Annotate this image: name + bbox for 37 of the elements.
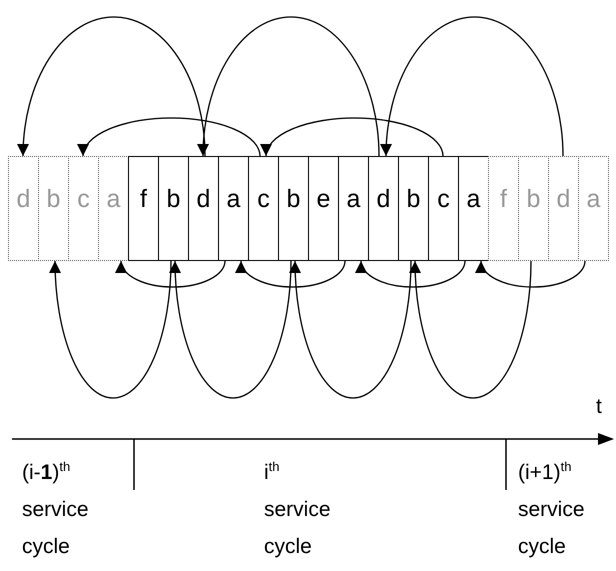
sequence-cell: d [368,156,399,261]
arrow [169,260,292,398]
sequence-cell: b [398,156,429,261]
sequence-cell: d [548,156,579,261]
axis-label: t [596,394,602,420]
sequence-cell: a [338,156,369,261]
sequence-cell: b [278,156,309,261]
sequence-cell: a [98,156,129,261]
arrow [289,260,412,398]
arrow [356,260,466,288]
sequence-cell: a [218,156,249,261]
sequence-cell: f [128,156,159,261]
arrow [197,16,380,156]
arrow [49,260,172,398]
sequence-cell: f [488,156,519,261]
arrow [116,260,226,288]
arrow [236,260,346,288]
arrow [262,117,444,156]
sequence-cell: e [308,156,339,261]
sequence-cell: c [428,156,459,261]
cycle-label: (i+1)$^{th}$ service cycle [518,458,586,560]
sequence-cell: a [578,156,609,261]
sequence-cell: b [38,156,69,261]
arrow [380,16,564,156]
sequence-cell: a [458,156,489,261]
cycle-label: (i-1)$^{th}$ service cycle [22,458,90,560]
sequence-cell: c [248,156,279,261]
sequence-cell: d [188,156,219,261]
sequence-cell: c [68,156,99,261]
arrow [409,260,532,398]
cycle-label: i$^{th}$ service cycle [264,458,332,560]
sequence-cell: b [158,156,189,261]
arrow [18,16,206,156]
arrow [476,260,586,288]
sequence-cell: d [8,156,39,261]
sequence-cell: b [518,156,549,261]
arrow [78,117,261,156]
